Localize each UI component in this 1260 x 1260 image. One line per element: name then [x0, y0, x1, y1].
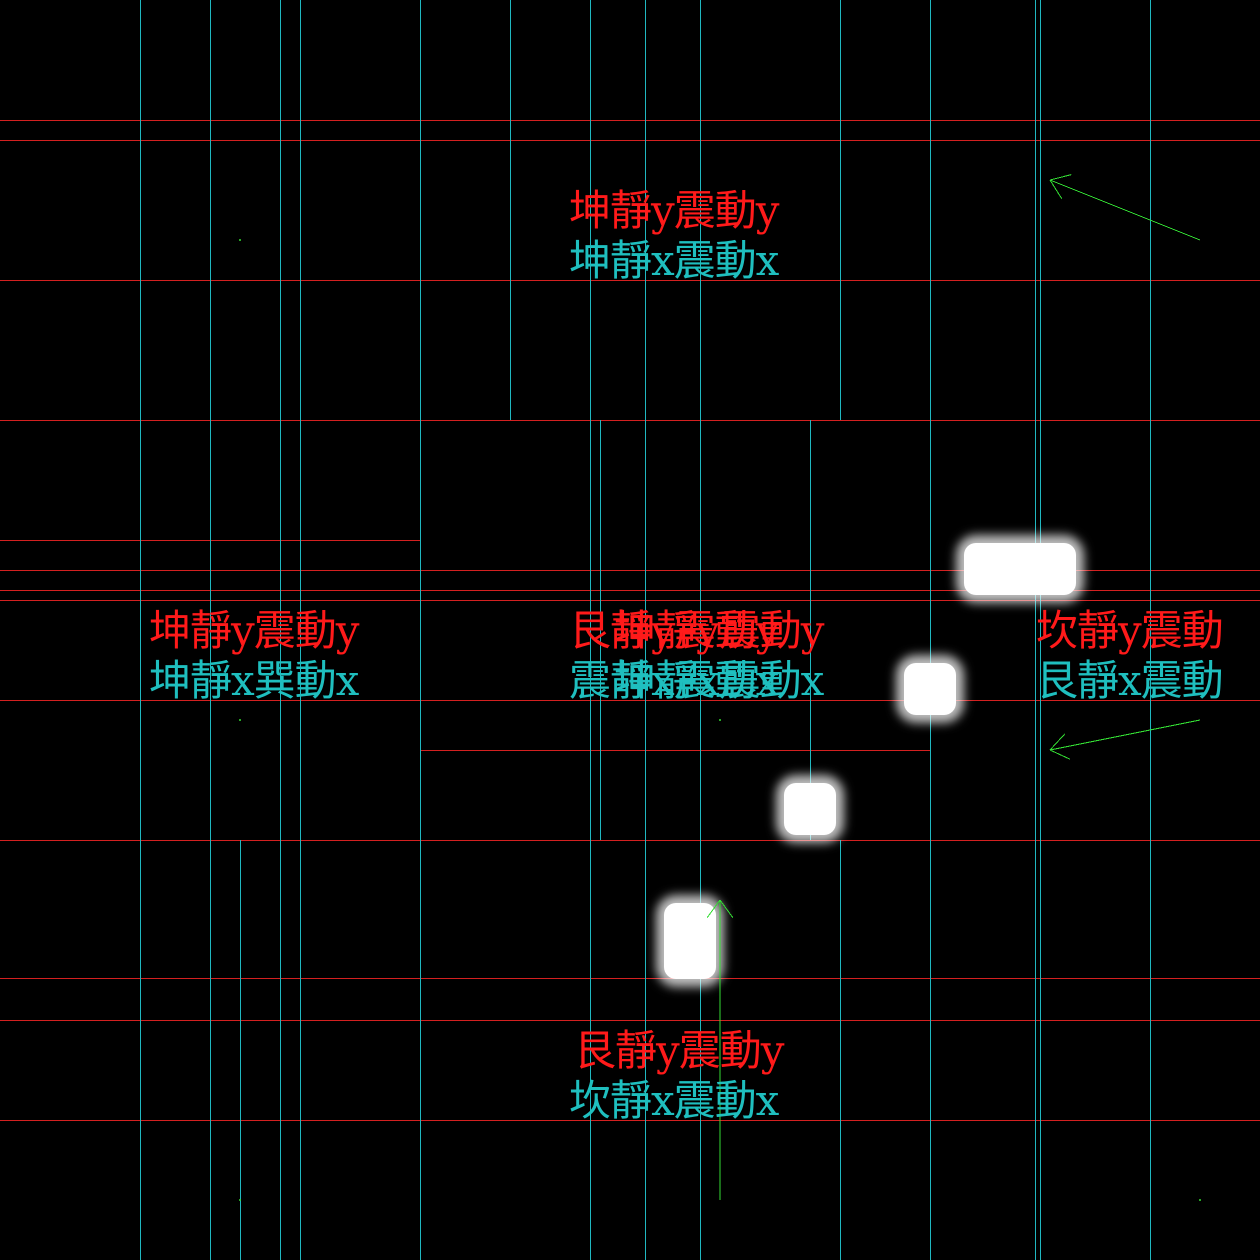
node-marker-dot: [239, 719, 241, 721]
node-left-x-label: 坤靜x巽動x: [149, 656, 359, 705]
node-center-x-label-overlap: 坤靜x震動x: [614, 656, 824, 705]
node-bottom-x-label: 坎靜x震動x: [569, 1076, 779, 1125]
node-right-x-label: 艮靜x震動: [1036, 656, 1224, 705]
node-marker-dot: [719, 719, 721, 721]
glow-blob: [784, 783, 836, 835]
arrow-shaft: [1049, 179, 1201, 241]
node-right-y-label: 坎靜y震動: [1036, 606, 1224, 655]
arrow-head: [1049, 174, 1072, 181]
node-marker-dot: [239, 239, 241, 241]
glow-blob: [964, 543, 1076, 595]
node-marker-dot: [239, 1199, 241, 1201]
arrow-shaft: [1049, 719, 1201, 751]
node-center-y-label-overlap: 坤靜y震動y: [614, 606, 824, 655]
glow-blob: [664, 903, 716, 979]
node-marker-dot: [1199, 1199, 1201, 1201]
arrow-head: [1049, 733, 1066, 751]
node-center-x-label: 震靜x震動x: [569, 656, 779, 705]
node-top-y-label: 坤靜y震動y: [569, 186, 779, 235]
arrow-head: [1049, 749, 1071, 760]
arrow-head: [1049, 179, 1063, 199]
node-bottom-y-label: 艮靜y震動y: [574, 1026, 784, 1075]
arrow-head: [719, 899, 734, 919]
glow-blob: [904, 663, 956, 715]
node-center-y-label: 艮靜y震動y: [569, 606, 779, 655]
node-top-x-label: 坤靜x震動x: [569, 236, 779, 285]
arrow-head: [706, 899, 721, 919]
node-left-y-label: 坤靜y震動y: [149, 606, 359, 655]
